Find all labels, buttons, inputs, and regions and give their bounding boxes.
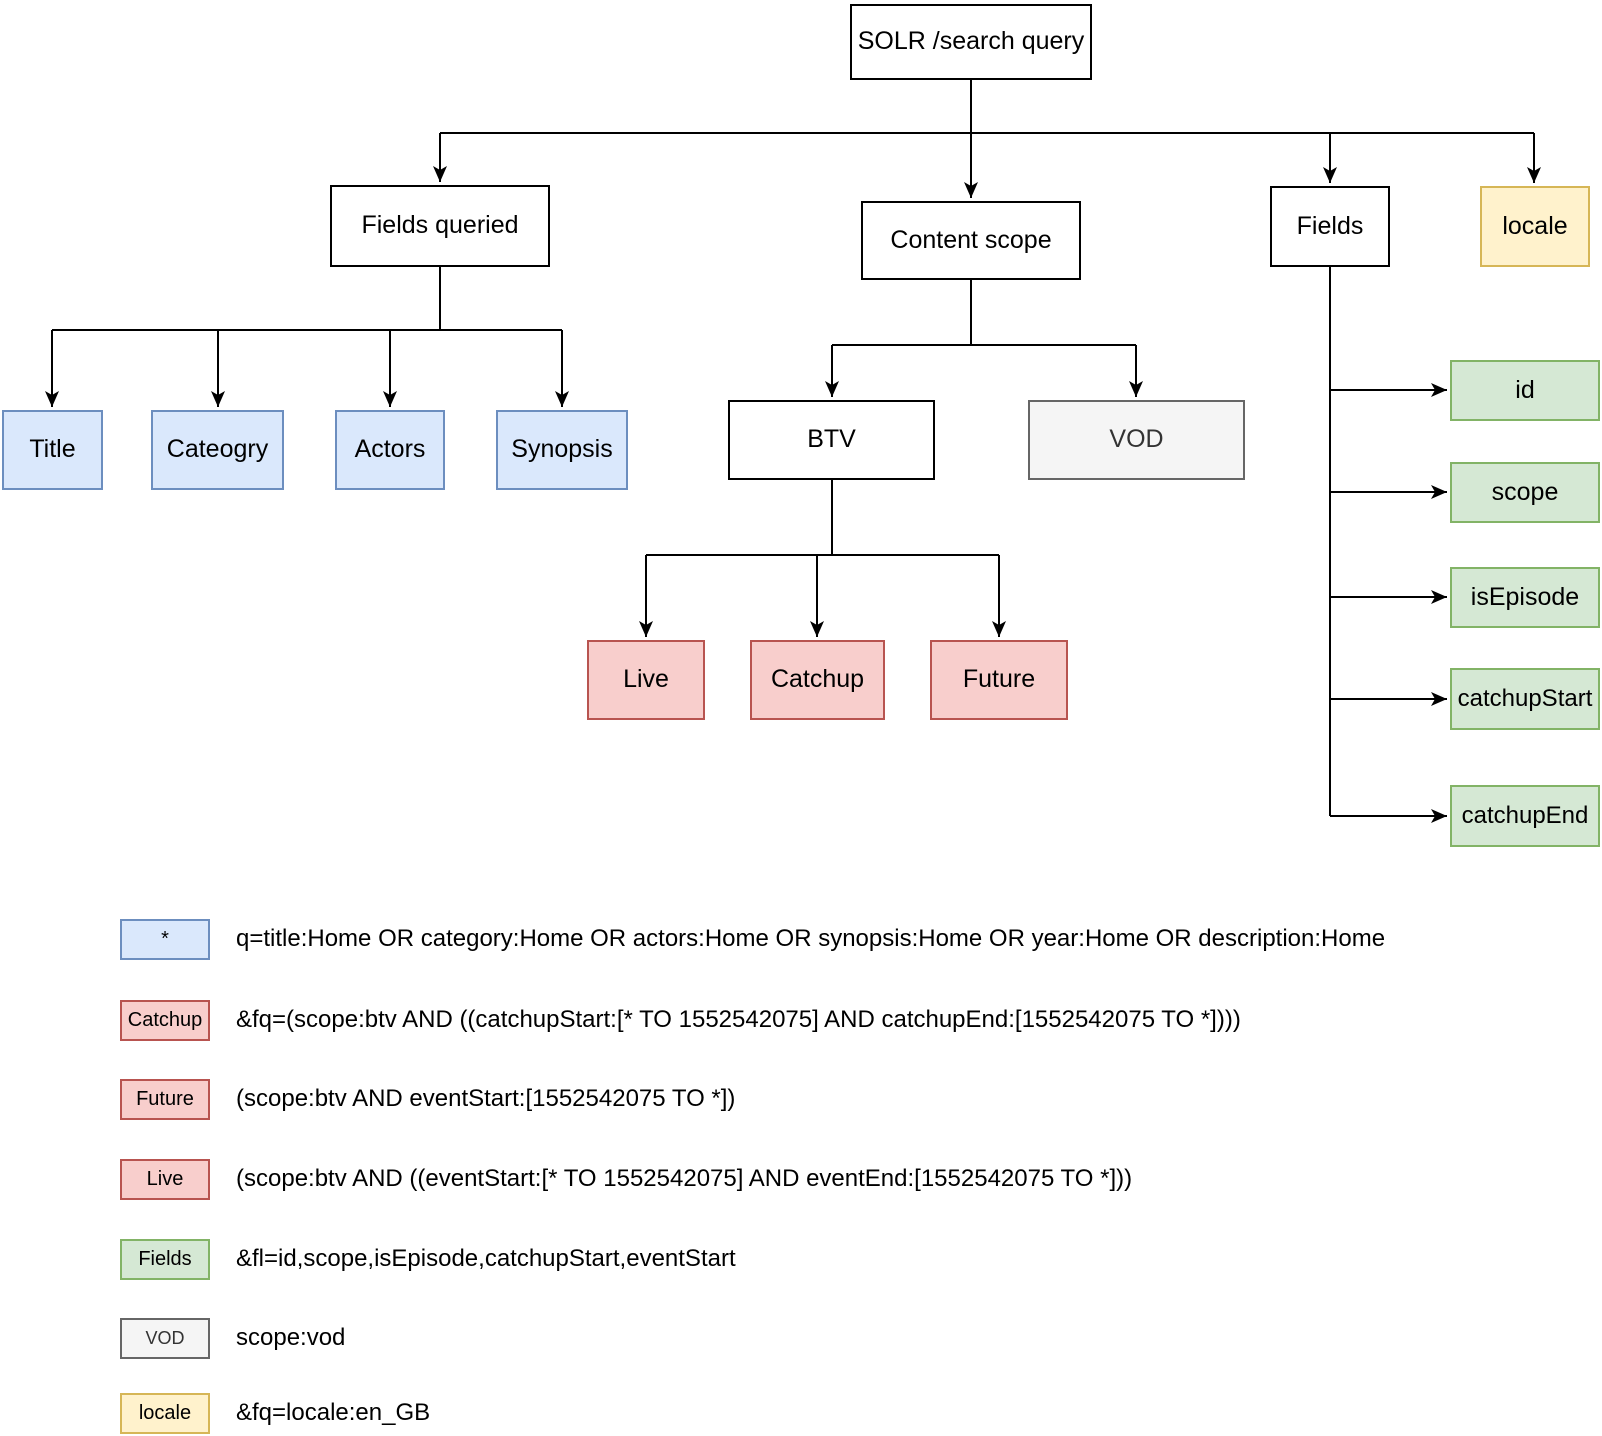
legend-text-locale: &fq=locale:en_GB — [236, 1399, 431, 1426]
legend-swatch-catchup: Catchup — [120, 999, 210, 1041]
node-label: Actors — [354, 435, 426, 464]
node-label: Cateogry — [166, 435, 269, 464]
node-label: locale — [1502, 211, 1568, 240]
node-field-id: id — [1450, 360, 1600, 421]
node-label: Synopsis — [511, 435, 613, 464]
node-label: Future — [962, 665, 1036, 694]
node-label: Fields — [1296, 211, 1364, 240]
legend-text-catchup: &fq=(scope:btv AND ((catchupStart:[* TO … — [236, 1006, 1241, 1033]
node-locale: locale — [1480, 186, 1590, 267]
legend-row-vod: VOD scope:vod — [120, 1317, 345, 1359]
node-label: catchupStart — [1457, 684, 1593, 712]
node-label: Live — [623, 665, 669, 694]
legend-text-vod: scope:vod — [236, 1324, 346, 1351]
node-cateogry: Cateogry — [151, 410, 284, 490]
node-synopsis: Synopsis — [496, 410, 628, 490]
node-title: Title — [2, 410, 103, 490]
node-btv: BTV — [728, 400, 935, 480]
node-solr-search-query: SOLR /search query — [850, 4, 1092, 80]
node-future: Future — [930, 640, 1068, 720]
legend-row-future: Future (scope:btv AND eventStart:[155254… — [120, 1078, 735, 1120]
legend-row-catchup: Catchup &fq=(scope:btv AND ((catchupStar… — [120, 999, 1241, 1041]
node-field-scope: scope — [1450, 462, 1600, 523]
node-fields: Fields — [1270, 186, 1390, 267]
node-field-catchupstart: catchupStart — [1450, 668, 1600, 730]
legend-swatch-live: Live — [120, 1158, 210, 1200]
node-catchup: Catchup — [750, 640, 885, 720]
node-label: VOD — [1109, 425, 1164, 454]
node-vod: VOD — [1028, 400, 1245, 480]
legend-text-fields: &fl=id,scope,isEpisode,catchupStart,even… — [236, 1245, 736, 1272]
node-label: Catchup — [770, 665, 865, 694]
legend-swatch-vod: VOD — [120, 1317, 210, 1359]
node-label: isEpisode — [1470, 582, 1580, 611]
legend-row-locale: locale &fq=locale:en_GB — [120, 1392, 430, 1434]
legend-text-live: (scope:btv AND ((eventStart:[* TO 155254… — [236, 1165, 1133, 1192]
node-label: Title — [29, 435, 76, 464]
legend-swatch-fields: Fields — [120, 1238, 210, 1280]
node-label: SOLR /search query — [857, 27, 1085, 56]
node-actors: Actors — [335, 410, 445, 490]
node-label: Fields queried — [361, 211, 519, 240]
node-content-scope: Content scope — [861, 201, 1081, 280]
legend-swatch-star: * — [120, 918, 210, 960]
legend-swatch-locale: locale — [120, 1392, 210, 1434]
legend-text-query: q=title:Home OR category:Home OR actors:… — [236, 925, 1386, 952]
legend-row-query: * q=title:Home OR category:Home OR actor… — [120, 918, 1385, 960]
legend-row-live: Live (scope:btv AND ((eventStart:[* TO 1… — [120, 1158, 1132, 1200]
legend-swatch-future: Future — [120, 1078, 210, 1120]
legend-row-fields: Fields &fl=id,scope,isEpisode,catchupSta… — [120, 1238, 736, 1280]
node-fields-queried: Fields queried — [330, 185, 550, 267]
node-label: BTV — [807, 425, 856, 454]
node-label: scope — [1491, 477, 1559, 506]
node-label: catchupEnd — [1461, 801, 1589, 829]
node-live: Live — [587, 640, 705, 720]
node-field-isepisode: isEpisode — [1450, 567, 1600, 628]
node-label: id — [1515, 375, 1535, 404]
node-field-catchupend: catchupEnd — [1450, 785, 1600, 847]
node-label: Content scope — [890, 225, 1052, 254]
legend-text-future: (scope:btv AND eventStart:[1552542075 TO… — [236, 1085, 736, 1112]
